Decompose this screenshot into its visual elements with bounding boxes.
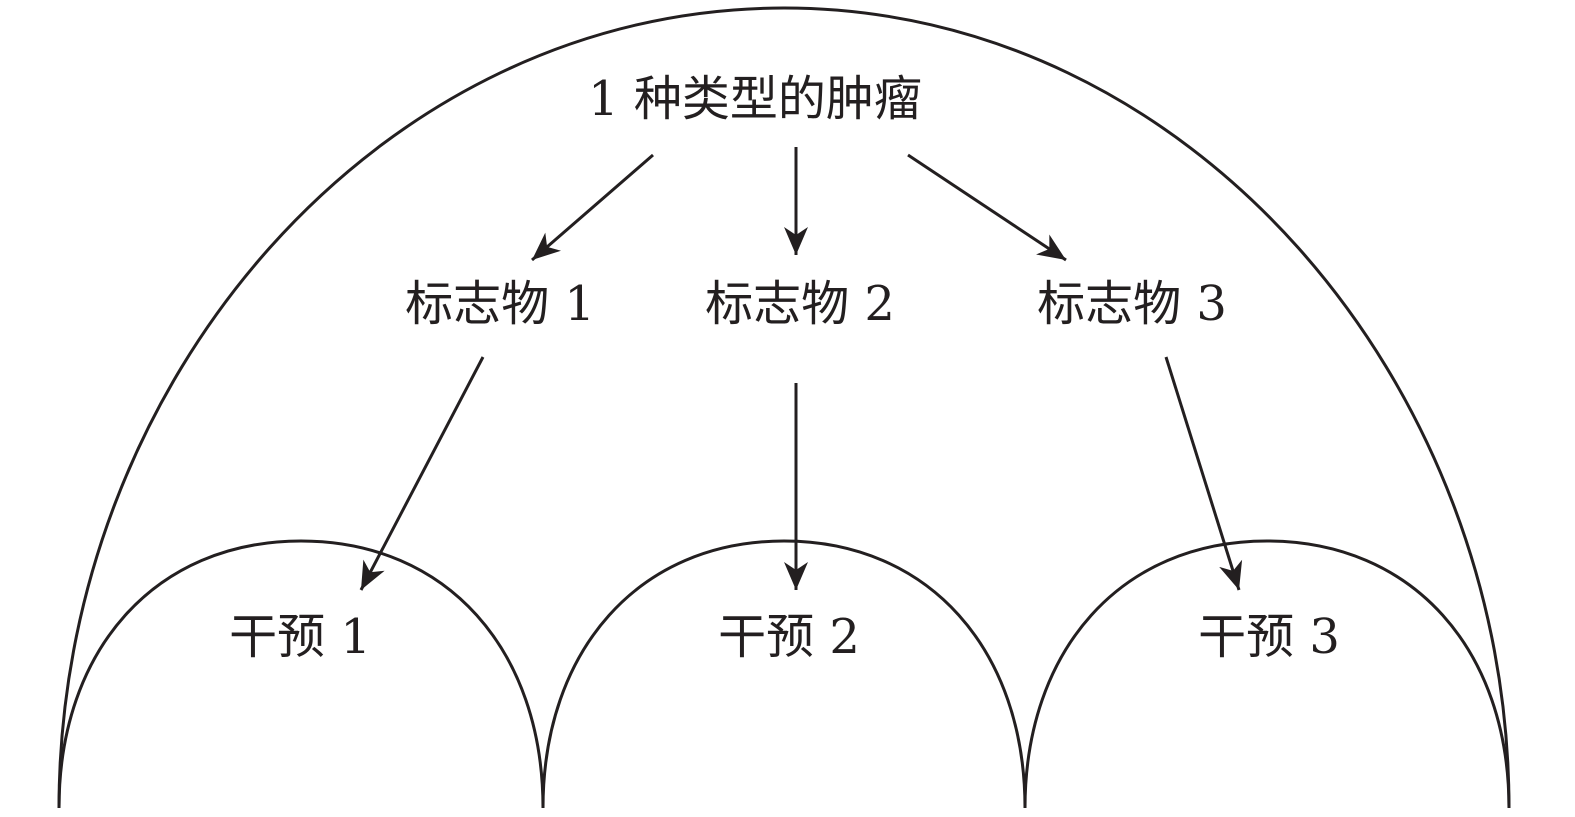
arrow-marker-3-to-intervention-3 bbox=[1164, 356, 1243, 591]
outer-dome bbox=[57, 6, 1511, 809]
arrow-root-to-marker-1 bbox=[531, 153, 654, 262]
intervention-dome-1 bbox=[57, 539, 545, 809]
intervention-2-label: 干预 2 bbox=[718, 609, 860, 665]
marker-3-label: 标志物 3 bbox=[1037, 276, 1227, 332]
arrow-root-to-marker-3 bbox=[907, 153, 1067, 262]
intervention-3-label: 干预 3 bbox=[1198, 609, 1340, 665]
marker-2-label: 标志物 2 bbox=[705, 276, 895, 332]
intervention-1-label: 干预 1 bbox=[229, 609, 371, 665]
arrow-marker-1-to-intervention-1 bbox=[359, 356, 485, 591]
intervention-dome-2 bbox=[541, 539, 1027, 809]
intervention-dome-3 bbox=[1023, 539, 1511, 809]
root-label: 1 种类型的肿瘤 bbox=[588, 71, 922, 127]
marker-1-label: 标志物 1 bbox=[405, 276, 595, 332]
